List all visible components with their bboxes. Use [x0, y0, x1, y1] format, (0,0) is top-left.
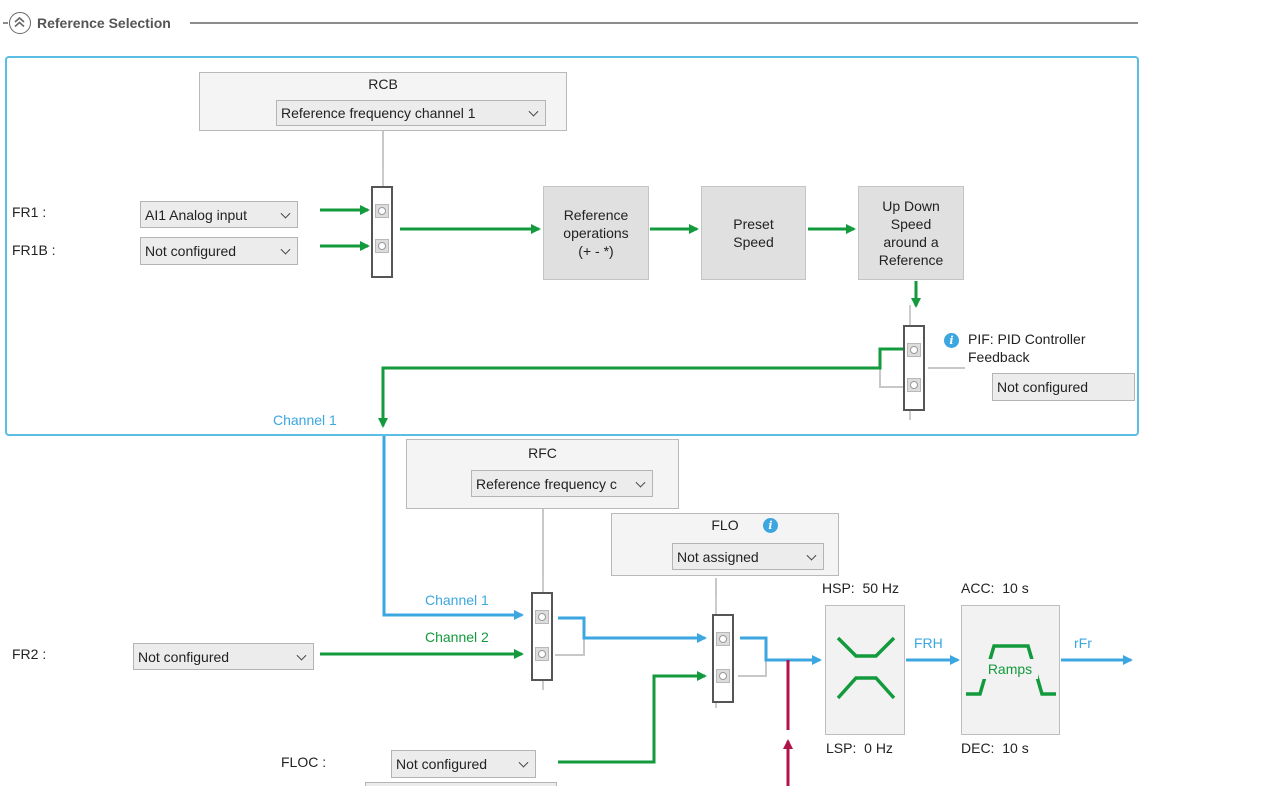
acc-label: ACC: 10 s [961, 580, 1029, 596]
speed-limit-block [825, 605, 905, 735]
flo-switch [712, 614, 734, 703]
ramps-block: Ramps [961, 605, 1060, 735]
fr1-select-value: AI1 Analog input [145, 206, 247, 223]
updown-line3: around a [883, 234, 939, 250]
channel1-output-label: Channel 1 [273, 412, 337, 428]
rfr-label: rFr [1074, 635, 1092, 651]
chevron-down-icon [806, 550, 817, 561]
chevron-down-icon [518, 757, 529, 768]
lsp-key: LSP: [826, 740, 857, 756]
updown-line1: Up Down [882, 198, 940, 214]
chevron-down-icon [528, 106, 539, 117]
rcb-panel: RCB Reference frequency channel 1 [199, 72, 567, 131]
floc-label: FLOC : [281, 754, 327, 770]
reference-operations-block: Reference operations (+ - *) [543, 186, 649, 280]
rfc-panel: RFC Reference frequency c [406, 439, 679, 509]
pif-inactive-wire [879, 368, 905, 388]
pif-label-line1: PIF: PID Controller [968, 331, 1086, 347]
preset-speed-block: Preset Speed [701, 186, 806, 280]
refops-line3: (+ - *) [578, 243, 614, 259]
ramps-label: Ramps [982, 659, 1038, 679]
fr1b-label: FR1B : [12, 242, 56, 258]
updown-line2: Speed [890, 216, 932, 232]
rfc-title: RFC [528, 445, 557, 461]
switch-input-2 [375, 239, 389, 253]
rfc-to-flo-arrow [558, 616, 707, 643]
frh-label: FRH [914, 635, 943, 651]
pif-switch [903, 325, 925, 411]
floc-select-value: Not configured [396, 756, 488, 772]
refops-line2: operations [563, 225, 629, 241]
acc-key: ACC: [961, 580, 995, 596]
pif-label-line2: Feedback [968, 349, 1030, 365]
fr1b-select-value: Not configured [145, 243, 237, 259]
channel1-frame [5, 56, 1139, 436]
channel1-input-label: Channel 1 [425, 592, 489, 608]
floc-arrow [558, 671, 707, 764]
flo-to-limits-arrow [740, 636, 822, 665]
double-chevron-up-icon[interactable] [9, 12, 31, 34]
updown-line4: Reference [878, 252, 944, 268]
lsp-label: LSP: 0 Hz [826, 740, 893, 756]
fr1-select[interactable]: AI1 Analog input [140, 201, 298, 228]
hsp-value: 50 Hz [862, 580, 900, 596]
chevron-down-icon [635, 477, 646, 488]
rcb-select-value: Reference frequency channel 1 [281, 105, 476, 121]
channel1-to-rfc-arrow [382, 434, 524, 620]
flo-panel: FLO i Not assigned [611, 513, 839, 576]
speed-limit-icon [836, 636, 896, 700]
rcb-switch [371, 186, 393, 278]
lsp-value: 0 Hz [864, 740, 893, 756]
info-icon[interactable]: i [944, 333, 959, 348]
partial-panel-edge [365, 782, 557, 786]
switch-input-2 [535, 647, 549, 661]
fr2-select[interactable]: Not configured [133, 643, 314, 670]
preset-line1: Preset [733, 216, 774, 232]
refops-line1: Reference [563, 207, 629, 223]
switch-input-2 [907, 378, 921, 392]
fr2-select-value: Not configured [138, 648, 230, 665]
info-icon[interactable]: i [763, 518, 778, 533]
pif-select-value: Not configured [997, 379, 1089, 395]
flo-select-value: Not assigned [677, 548, 759, 565]
ramp-profile-icon [966, 644, 1056, 696]
fr1-label: FR1 : [12, 204, 47, 220]
switch-input-1 [716, 632, 730, 646]
chevron-down-icon [280, 208, 291, 219]
flo-title: FLO [711, 517, 739, 533]
dec-value: 10 s [1002, 740, 1029, 756]
switch-input-2 [716, 669, 730, 683]
rcb-select[interactable]: Reference frequency channel 1 [276, 100, 546, 126]
hsp-key: HSP: [822, 580, 855, 596]
floc-select[interactable]: Not configured [391, 750, 536, 778]
fr1b-select[interactable]: Not configured [140, 237, 298, 265]
acc-value: 10 s [1002, 580, 1029, 596]
pif-select[interactable]: Not configured [992, 373, 1135, 401]
dec-label: DEC: 10 s [961, 740, 1029, 756]
up-down-speed-block: Up Down Speed around a Reference [858, 186, 964, 280]
rfc-switch [531, 592, 553, 681]
rcb-title: RCB [368, 76, 398, 92]
fr2-label: FR2 : [12, 646, 47, 662]
pif-label: PIF: PID Controller Feedback [968, 330, 1085, 366]
dec-key: DEC: [961, 740, 995, 756]
preset-line2: Speed [733, 234, 774, 250]
switch-input-1 [907, 343, 921, 357]
rfc-select-value: Reference frequency c [476, 475, 617, 492]
chevron-down-icon [296, 650, 307, 661]
chevron-down-icon [280, 244, 291, 255]
section-title: Reference Selection [37, 15, 171, 31]
switch-input-1 [375, 204, 389, 218]
switch-input-1 [535, 610, 549, 624]
hsp-label: HSP: 50 Hz [822, 580, 899, 596]
rfc-select[interactable]: Reference frequency c [471, 470, 653, 497]
channel2-input-label: Channel 2 [425, 629, 489, 645]
pif-to-channel1-arrow [378, 347, 905, 428]
flo-select[interactable]: Not assigned [672, 543, 824, 570]
